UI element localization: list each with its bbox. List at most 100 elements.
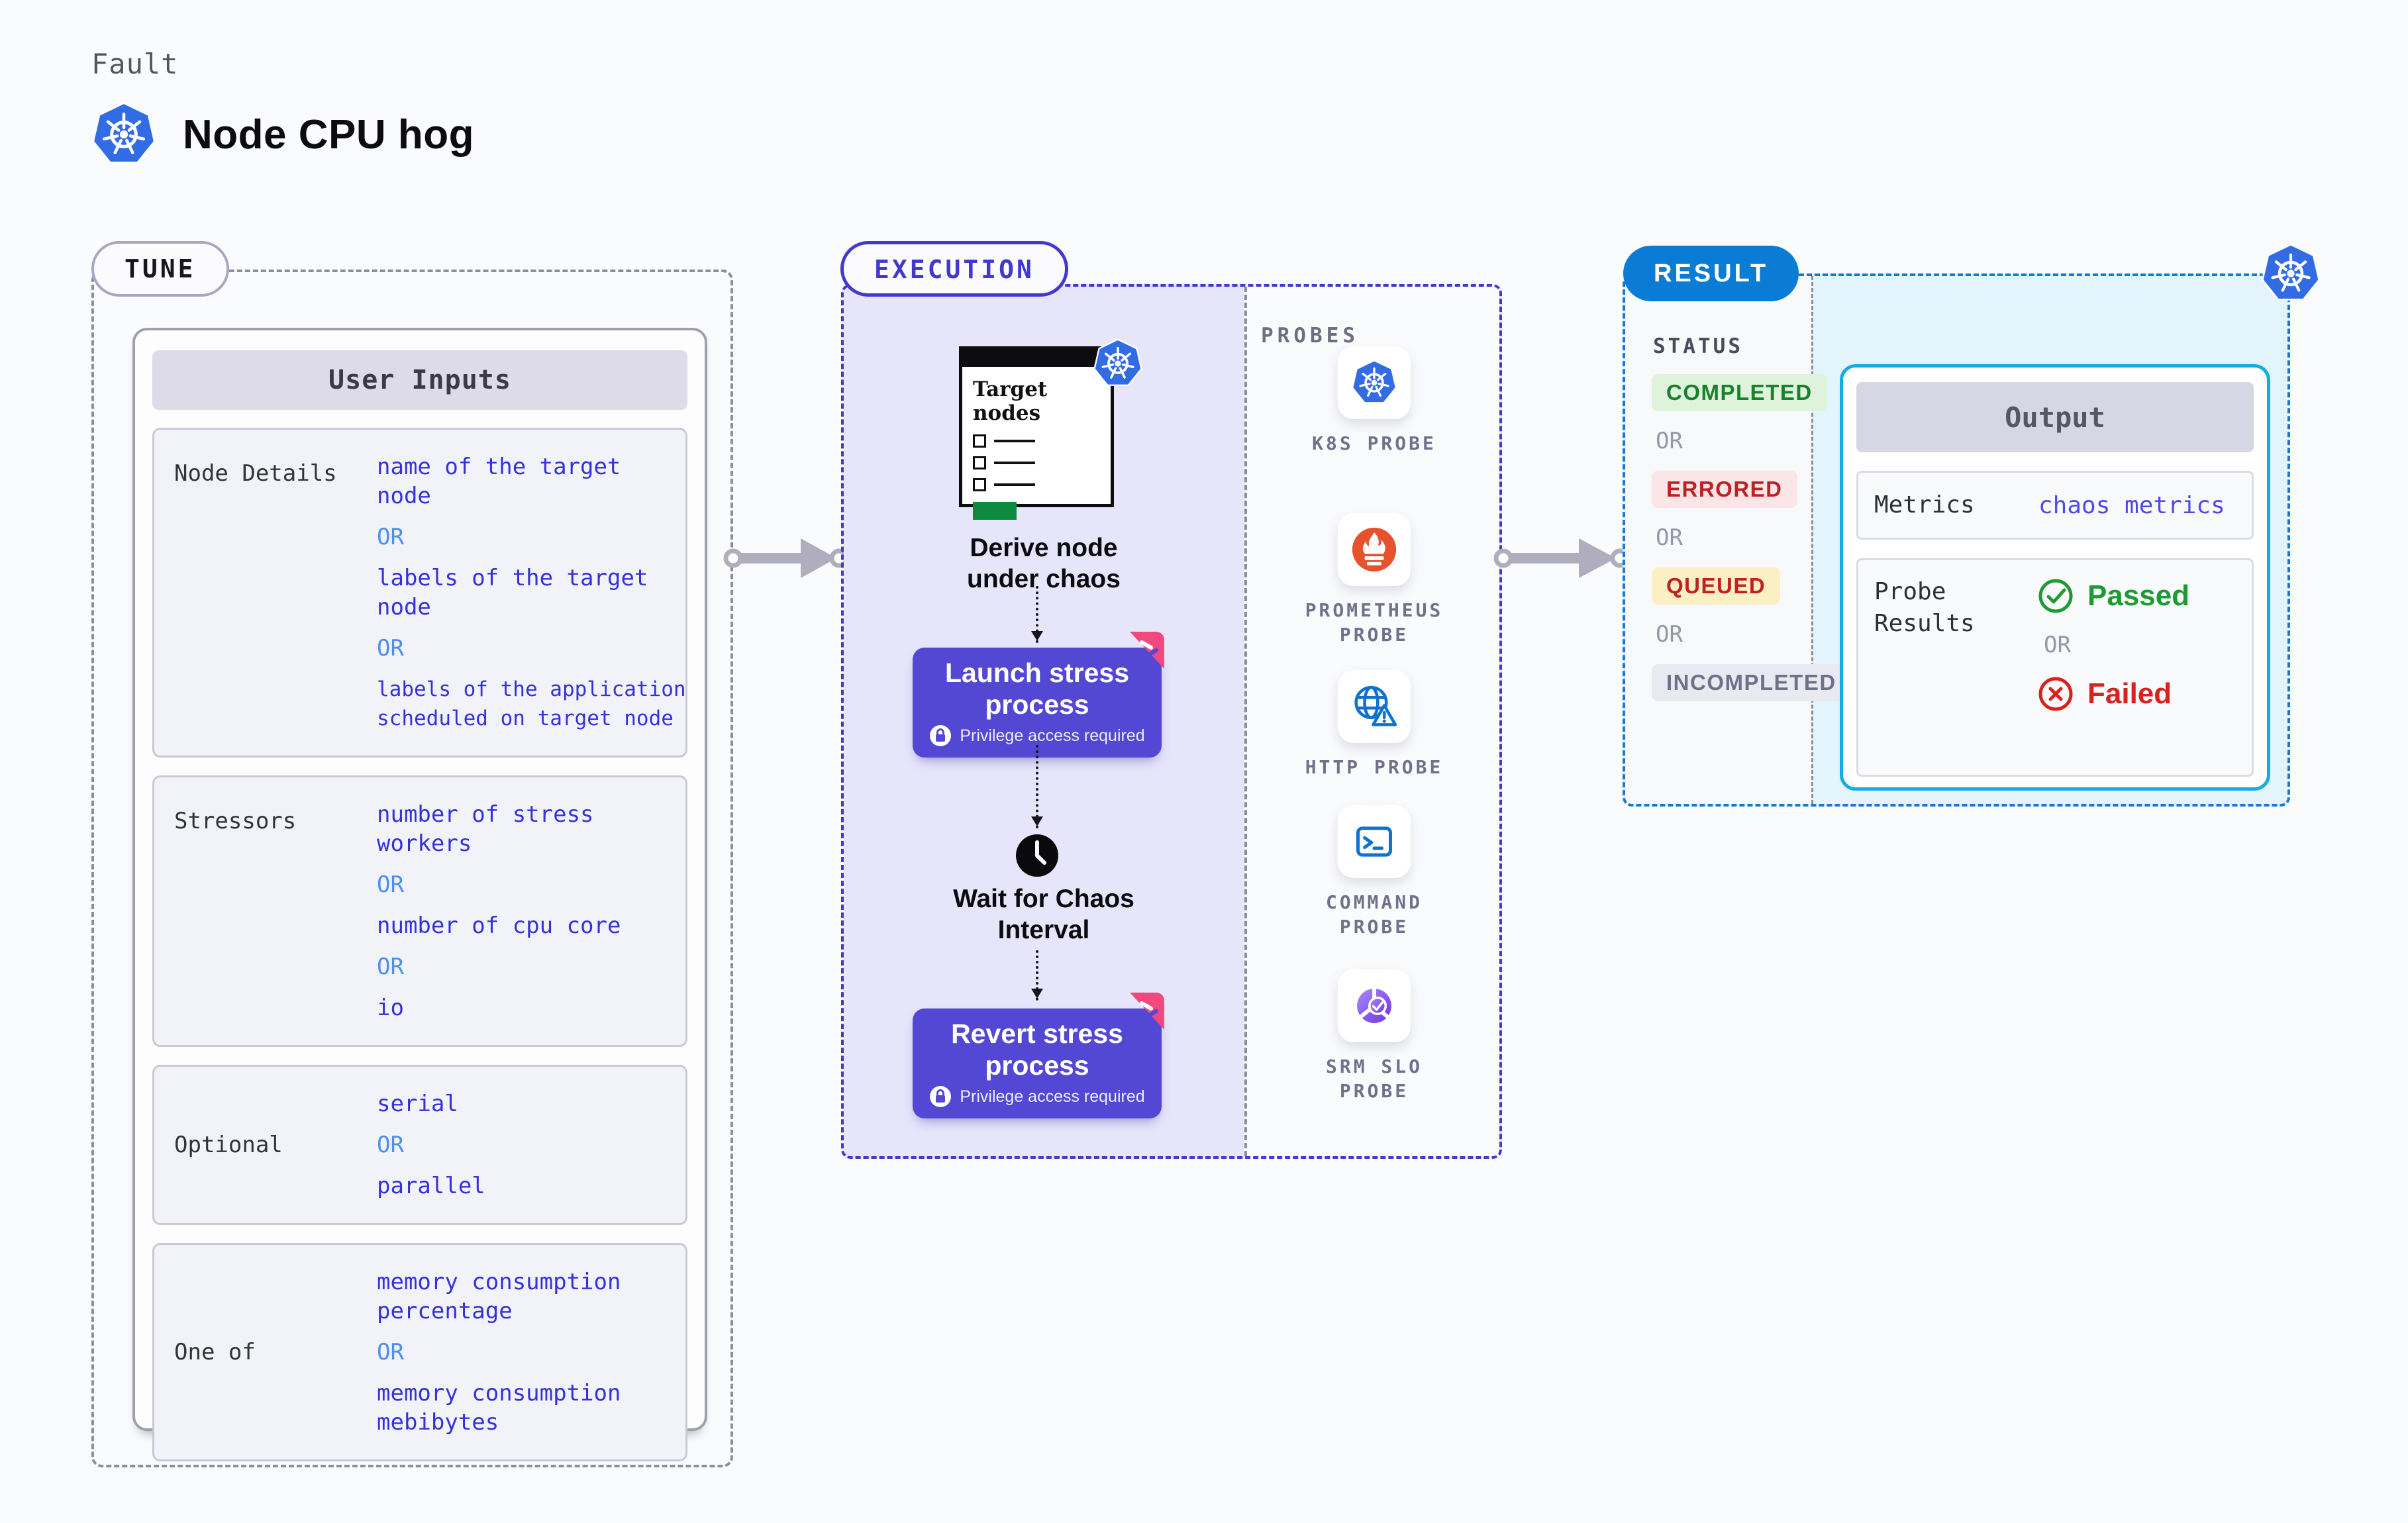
metrics-label: Metrics [1874,491,1975,518]
kubernetes-icon [1092,338,1144,389]
probe-card-srm-slo [1338,969,1411,1042]
chaos-flag-icon [1130,632,1164,669]
page-title: Node CPU hog [183,111,474,158]
probe-label: HTTP PROBE [1305,756,1444,778]
privilege-note: Privilege access required [960,726,1145,745]
or-separator: OR [377,524,404,550]
probe-card-http [1338,670,1411,743]
fault-eyebrow: Fault [91,48,179,80]
kubernetes-icon [1350,359,1398,407]
table-row-optional: Optional serial OR parallel [152,1065,687,1225]
result-badge: RESULT [1623,246,1799,301]
check-circle-icon [2038,579,2073,613]
wait-interval-step: Wait for Chaos Interval [953,885,1134,944]
target-nodes-card: Target nodes [959,346,1114,520]
user-inputs-rows: Node Details name of the target node OR … [152,428,687,1461]
or-separator: OR [377,635,404,662]
metrics-value: chaos metrics [2038,491,2225,519]
row-value: number of cpu core [377,912,621,939]
row-label: One of [174,1339,256,1365]
privilege-note: Privilege access required [960,1087,1145,1106]
probes-title: PROBES [1261,324,1359,348]
user-inputs-header: User Inputs [152,350,687,410]
probe-card-command [1338,805,1411,878]
table-row-node-details: Node Details name of the target node OR … [152,428,687,758]
flow-connector [1031,950,1043,1001]
row-value: memory consumption percentage [377,1269,621,1324]
or-separator: OR [1656,428,1683,454]
slo-gauge-icon [1357,987,1391,1023]
probe-label: PROMETHEUS PROBE [1305,599,1444,646]
probe-results-row: Probe Results Passed OR [1856,558,2254,777]
node-list-item [973,456,1111,469]
probe-card-k8s [1338,346,1411,419]
or-separator: OR [1656,621,1683,648]
row-value: parallel [377,1173,485,1199]
status-badge-completed: COMPLETED [1652,374,1827,411]
row-value: io [377,995,404,1021]
title-row: Node CPU hog [90,101,474,168]
or-separator: OR [377,871,404,898]
row-value: memory consumption mebibytes [377,1380,621,1436]
tune-badge: TUNE [91,241,229,297]
terminal-icon [1356,826,1392,857]
revert-stress-step: Revert stress process Privilege access r… [913,993,1164,1118]
arrow-tune-to-execution [723,538,849,578]
status-badge-errored: ERRORED [1652,471,1797,508]
execution-panel: Target nodes Derive node under chaos Lau… [841,284,1502,1159]
row-value: labels of the target node [377,565,648,620]
row-value: number of stress workers [377,801,594,857]
step-title: Revert stress process [951,1018,1123,1081]
row-value: serial [377,1091,458,1117]
probe-card-prometheus [1338,513,1411,586]
output-header: Output [1856,382,2254,452]
launch-stress-step: Launch stress process Privilege access r… [913,632,1164,758]
step-title: Launch stress process [945,658,1129,720]
row-value: labels of the application scheduled on t… [377,677,686,730]
table-row-one-of: One of memory consumption percentage OR … [152,1243,687,1461]
target-nodes-title: Target nodes [973,377,1048,425]
card-titlebar [962,349,1111,367]
status-badge-incompleted: INCOMPLETED [1652,664,1851,701]
globe-warning-icon [1354,685,1397,726]
flow-connector [1031,586,1043,643]
probe-label: K8S PROBE [1312,432,1436,454]
progress-bar [973,502,1017,520]
tune-panel: User Inputs Node Details name of the tar… [91,270,733,1467]
result-panel: STATUS COMPLETED OR ERRORED OR QUEUED OR… [1623,273,2290,807]
user-inputs-card: User Inputs Node Details name of the tar… [132,328,707,1461]
flow-connector [1031,745,1043,828]
derive-node-step: Derive node under chaos [967,534,1121,593]
execution-badge: EXECUTION [840,241,1068,297]
node-list-item [973,434,1111,448]
table-row-stressors: Stressors number of stress workers OR nu… [152,775,687,1047]
or-separator: OR [377,1339,404,1365]
probe-label: SRM SLO PROBE [1325,1056,1423,1102]
kubernetes-icon [2260,242,2322,305]
lock-icon [930,1086,952,1107]
passed-label: Passed [2087,579,2190,612]
failed-label: Failed [2087,677,2172,710]
or-separator: OR [1656,524,1683,551]
or-separator: OR [377,1132,404,1158]
node-list-item [973,478,1111,491]
probe-results-label: Probe Results [1874,578,1975,637]
row-label: Optional [174,1132,283,1158]
status-output-divider [1811,276,1813,804]
metrics-row: Metrics chaos metrics [1856,471,2254,540]
row-label: Stressors [174,808,297,834]
status-title: STATUS [1653,334,1743,358]
output-card: Output Metrics chaos metrics Probe Resul… [1840,364,2270,791]
arrow-execution-to-result [1493,538,1630,578]
or-separator: OR [377,954,404,980]
prometheus-icon [1352,527,1397,572]
chaos-flag-icon [1130,993,1164,1030]
row-value: name of the target node [377,454,621,509]
clock-icon [1016,834,1058,877]
or-separator: OR [2044,632,2071,658]
probe-label: COMMAND PROBE [1325,891,1423,938]
status-list: COMPLETED OR ERRORED OR QUEUED OR INCOMP… [1652,374,1851,701]
execution-probes-divider [1244,287,1247,1156]
kubernetes-icon [90,101,158,168]
